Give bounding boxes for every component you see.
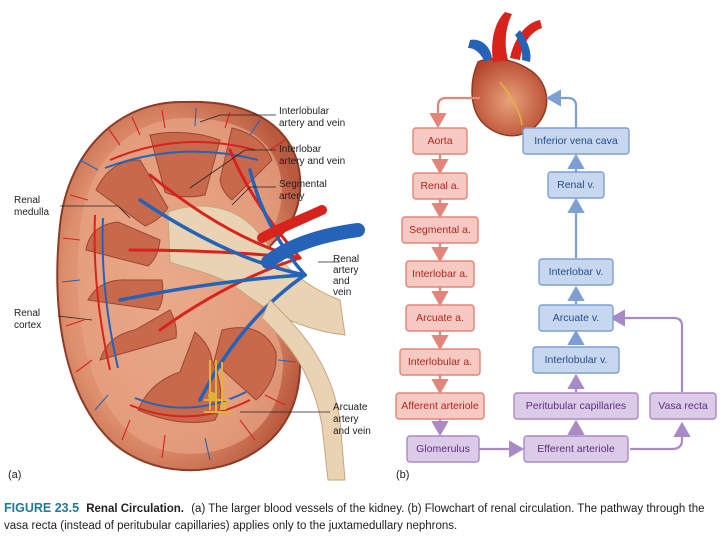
flow-box-label: Vasa recta <box>658 400 708 412</box>
flow-box-inferior-vena-cava: Inferior vena cava <box>523 128 629 154</box>
flow-box-label: Peritubular capillaries <box>526 400 626 412</box>
flow-box-arcuate-a: Arcuate a. <box>406 305 474 331</box>
flow-box-label: Interlobular v. <box>545 354 608 366</box>
label-arcuate: Arcuate artery and vein <box>333 402 371 437</box>
figure-number: FIGURE 23.5 <box>4 501 79 515</box>
heart-illustration <box>468 12 547 136</box>
flow-box-label: Interlobular a. <box>408 356 472 368</box>
panel-label-a: (a) <box>8 469 21 481</box>
flow-box-label: Inferior vena cava <box>534 135 618 147</box>
flow-box-vasa-recta: Vasa recta <box>650 393 716 419</box>
label-interlobar: Interlobar artery and vein <box>279 144 345 167</box>
flow-box-glomerulus: Glomerulus <box>407 436 479 462</box>
figure-title: Renal Circulation. <box>86 503 184 515</box>
flow-box-arcuate-v: Arcuate v. <box>539 305 613 331</box>
flow-box-interlobular-a: Interlobular a. <box>400 349 480 375</box>
flow-box-label: Renal v. <box>557 179 595 191</box>
flow-box-interlobar-v: Interlobar v. <box>539 259 613 285</box>
flow-box-interlobular-v: Interlobular v. <box>533 347 619 373</box>
flow-box-segmental-a: Segmental a. <box>402 217 478 243</box>
flow-box-peritubular-capillaries: Peritubular capillaries <box>514 393 638 419</box>
flow-box-label: Afferent arteriole <box>401 400 479 412</box>
flow-box-aorta: Aorta <box>413 128 467 154</box>
label-renal-medulla: Renal medulla <box>14 195 49 218</box>
label-renal-cortex: Renal cortex <box>14 308 43 331</box>
flow-box-renal-a: Renal a. <box>413 173 467 199</box>
flow-box-interlobar-a: Interlobar a. <box>406 261 474 287</box>
flow-box-label: Glomerulus <box>416 443 470 455</box>
flow-box-efferent-arteriole: Efferent arteriole <box>524 436 628 462</box>
flow-box-afferent-arteriole: Afferent arteriole <box>396 393 484 419</box>
flow-box-label: Aorta <box>427 135 452 147</box>
flow-box-label: Interlobar a. <box>412 268 468 280</box>
label-segmental: Segmental artery <box>279 179 330 202</box>
flow-box-label: Segmental a. <box>409 224 471 236</box>
flow-box-label: Arcuate v. <box>553 312 600 324</box>
label-renal-artery-vein: Renal artery and vein <box>333 254 362 298</box>
flow-box-label: Arcuate a. <box>416 312 464 324</box>
flow-box-label: Renal a. <box>420 180 459 192</box>
panel-label-b: (b) <box>396 469 409 481</box>
flow-box-label: Interlobar v. <box>549 266 604 278</box>
flow-box-label: Efferent arteriole <box>537 443 615 455</box>
flow-box-renal-v: Renal v. <box>548 172 604 198</box>
figure-caption: FIGURE 23.5 Renal Circulation. (a) The l… <box>4 500 716 535</box>
label-interlobular: Interlobular artery and vein <box>279 106 345 129</box>
